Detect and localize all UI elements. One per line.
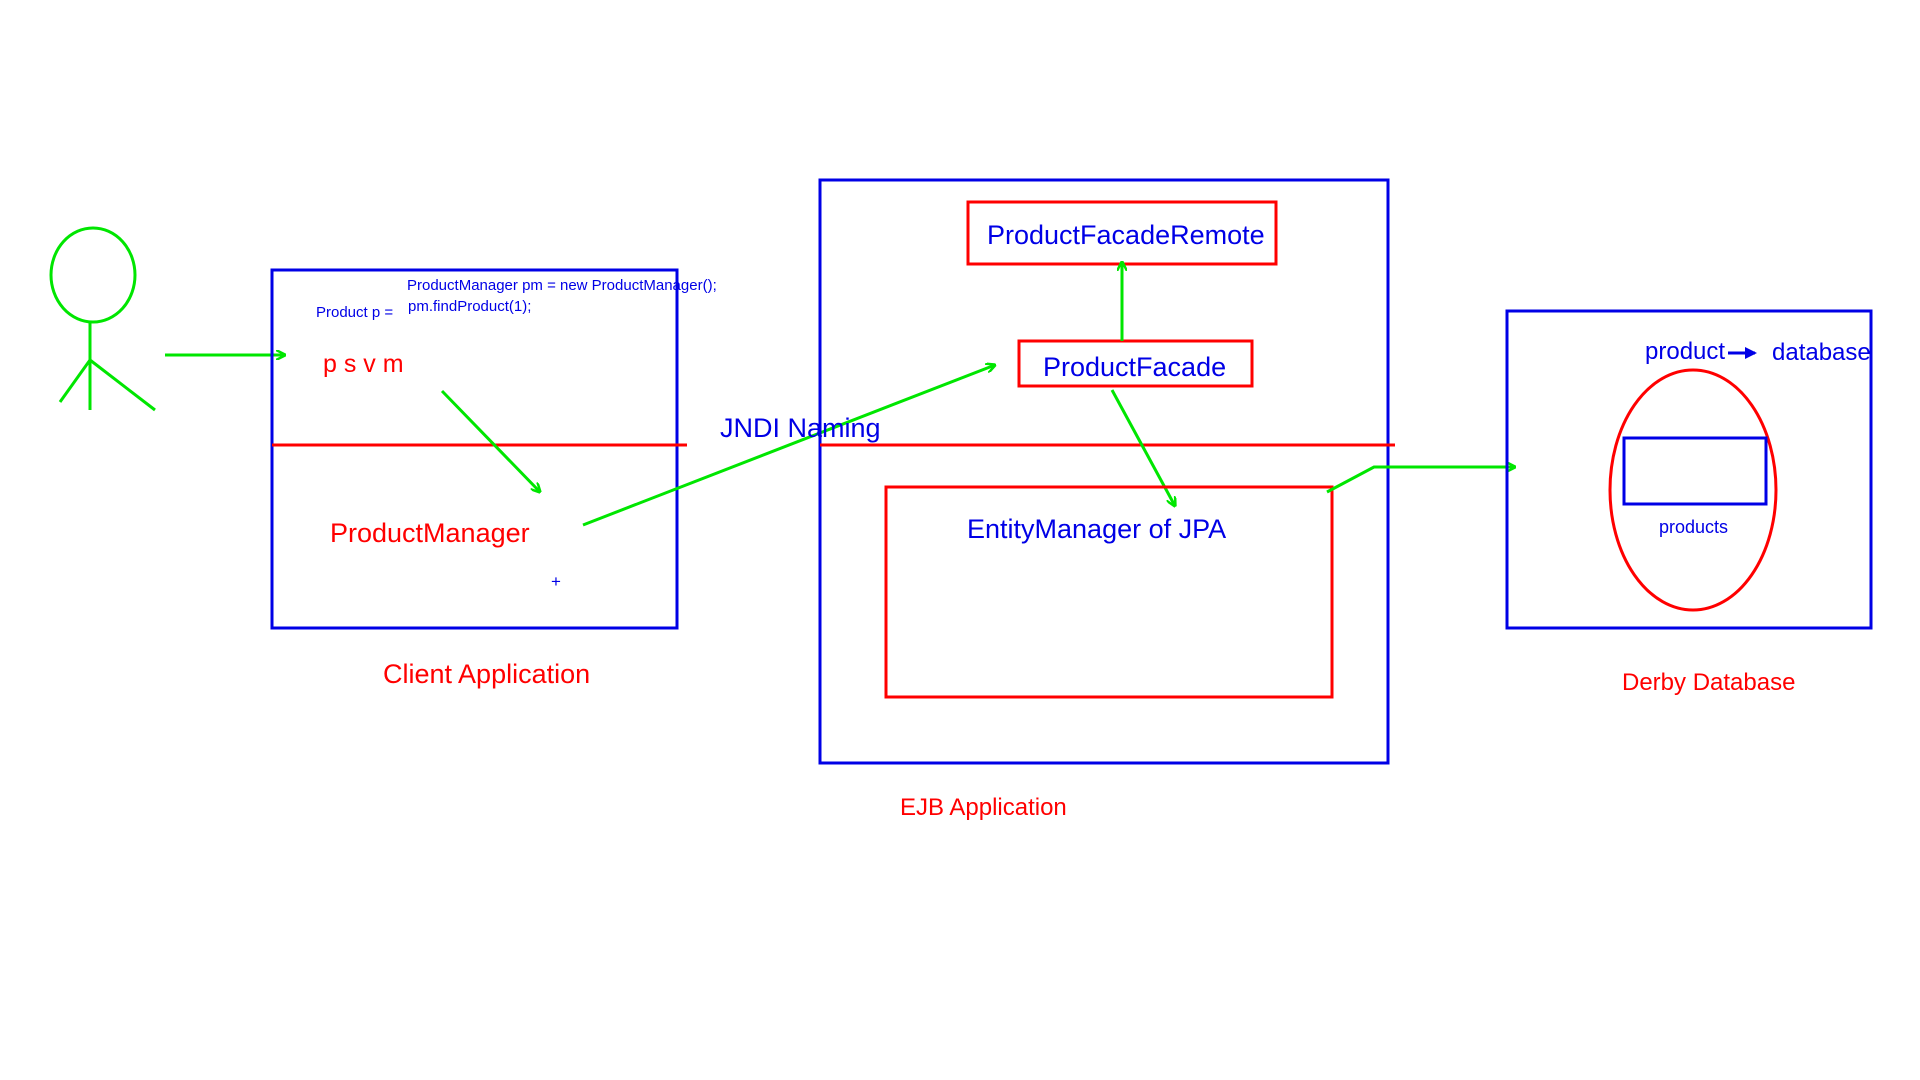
product-facade-box: [1017, 339, 1254, 388]
product-manager-label: ProductManager: [330, 518, 530, 548]
product-facade-label: ProductFacade: [1043, 352, 1227, 382]
entity-manager-box: [884, 485, 1334, 699]
client-code-line2-assign: Product p =: [316, 304, 394, 321]
client-application-box: [270, 268, 679, 630]
products-table-box: [1622, 436, 1768, 506]
facade-to-entitymanager-arrow: [1110, 389, 1175, 506]
psvm-label: p s v m: [323, 350, 404, 378]
product-facade-remote-label: ProductFacadeRemote: [987, 220, 1265, 250]
client-code-line2-call: pm.findProduct(1);: [408, 298, 532, 315]
database-ellipse: [1608, 368, 1778, 612]
products-table-label: products: [1659, 517, 1729, 537]
client-application-caption: Client Application: [383, 659, 591, 689]
jndi-lookup-arrow: [582, 365, 995, 527]
entitymanager-to-database-arrow: [1326, 467, 1515, 494]
client-code-line1: ProductManager pm = new ProductManager()…: [407, 277, 717, 294]
product-label: product: [1645, 338, 1726, 365]
database-label: database: [1772, 339, 1871, 366]
database-box: [1505, 309, 1873, 630]
ejb-application-caption: EJB Application: [900, 794, 1067, 821]
ejb-application-box: [818, 178, 1390, 765]
entity-manager-label: EntityManager of JPA: [967, 514, 1227, 544]
actor-stick-figure: [49, 226, 156, 412]
psvm-to-productmanager-arrow: [440, 389, 540, 492]
jndi-naming-label: JNDI Naming: [720, 413, 881, 443]
derby-database-caption: Derby Database: [1622, 669, 1796, 696]
plus-marker: +: [551, 572, 561, 591]
